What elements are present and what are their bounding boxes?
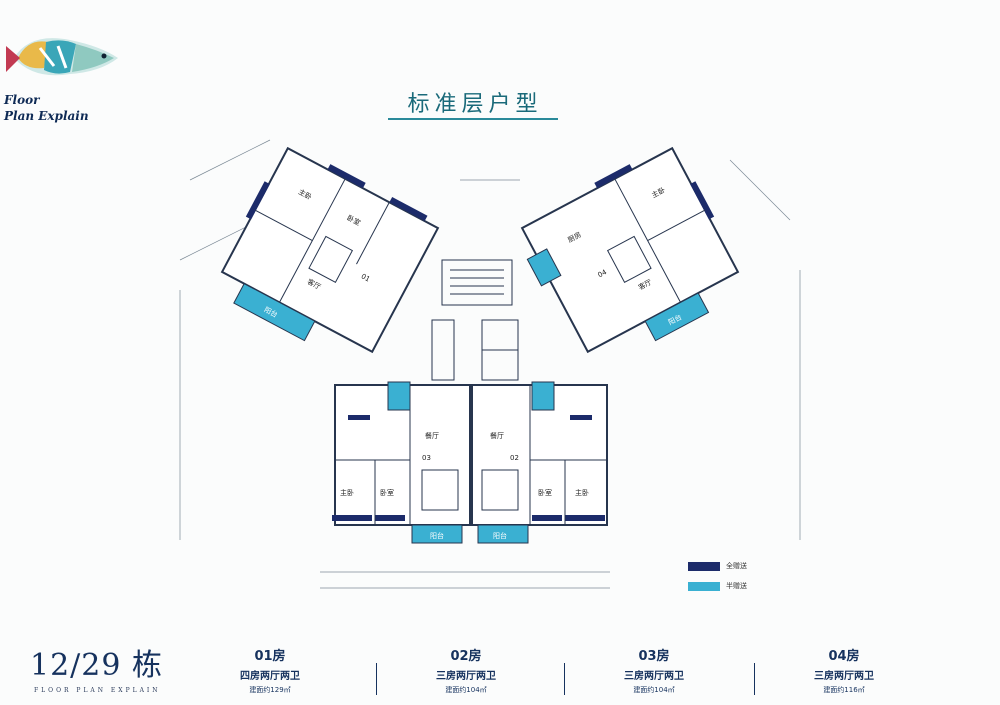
legend-label-half: 半赠送 xyxy=(726,582,747,590)
label-bedroom-d: 卧室 xyxy=(538,488,552,497)
unit-area: 建面约104㎡ xyxy=(633,686,675,694)
unit-area: 建面约116㎡ xyxy=(823,686,865,694)
unit-divider xyxy=(564,663,565,695)
unit-name: 01房 xyxy=(254,649,286,664)
legend-item-full: 全赠送 xyxy=(688,561,747,571)
unit-name: 03房 xyxy=(638,649,670,664)
legend-item-half: 半赠送 xyxy=(688,581,747,591)
unit-02-plan: 主卧 卧室 餐厅 阳台 02 xyxy=(471,381,608,544)
label-unit-04: 04 xyxy=(597,268,609,280)
label-dining-d: 餐厅 xyxy=(490,431,504,440)
label-dining-c: 餐厅 xyxy=(425,431,439,440)
unit-04-plan: 主卧 厨房 客厅 阳台 04 xyxy=(520,146,740,354)
label-unit-03: 03 xyxy=(422,454,431,462)
label-master-d: 主卧 xyxy=(575,488,589,497)
brand-text: Floor Plan Explain xyxy=(4,92,89,124)
fish-logo-icon xyxy=(6,38,118,76)
label-unit-02: 02 xyxy=(510,454,519,462)
unit-card-04: 04房 三房两厅两卫 建面约116㎡ xyxy=(754,645,934,695)
brand-line-2: Plan Explain xyxy=(4,109,89,123)
unit-03-plan: 主卧 卧室 餐厅 阳台 03 xyxy=(332,381,471,544)
label-balcony-d: 阳台 xyxy=(493,531,507,540)
unit-card-01: 01房 四房两厅两卫 建面约129㎡ xyxy=(180,645,360,695)
building-tagline: FLOOR PLAN EXPLAIN xyxy=(34,687,161,694)
unit-type: 三房两厅两卫 xyxy=(436,671,496,682)
building-number: 12/29 栋 xyxy=(30,648,163,683)
unit-summary: 01房 四房两厅两卫 建面约129㎡ 02房 三房两厅两卫 建面约104㎡ 03… xyxy=(180,645,1000,697)
unit-name: 04房 xyxy=(828,649,860,664)
label-balcony-c: 阳台 xyxy=(430,531,444,540)
brand-line-1: Floor xyxy=(4,93,40,107)
label-master-c: 主卧 xyxy=(340,488,354,497)
unit-divider xyxy=(376,663,377,695)
unit-type: 四房两厅两卫 xyxy=(240,671,300,682)
legend: 全赠送 半赠送 xyxy=(688,561,747,601)
unit-type: 三房两厅两卫 xyxy=(624,671,684,682)
page-title: 标准层户型 xyxy=(407,92,543,117)
title-underline xyxy=(388,118,558,120)
unit-type: 三房两厅两卫 xyxy=(814,671,874,682)
unit-name: 02房 xyxy=(450,649,482,664)
label-bedroom-c: 卧室 xyxy=(380,488,394,497)
unit-area: 建面约129㎡ xyxy=(249,686,291,694)
legend-swatch-full xyxy=(688,561,720,571)
unit-divider xyxy=(754,663,755,695)
legend-label-full: 全赠送 xyxy=(726,562,747,570)
unit-01-plan: 主卧 卧室 客厅 阳台 01 xyxy=(220,146,440,354)
label-unit-01: 01 xyxy=(360,272,372,283)
floor-plan-drawing: 主卧 卧室 客厅 阳台 01 主卧 厨房 客厅 阳台 04 xyxy=(179,139,801,589)
unit-card-02: 02房 三房两厅两卫 建面约104㎡ xyxy=(376,645,556,695)
unit-area: 建面约104㎡ xyxy=(445,686,487,694)
unit-card-03: 03房 三房两厅两卫 建面约104㎡ xyxy=(564,645,744,695)
legend-swatch-half xyxy=(688,581,720,591)
core-stair xyxy=(431,259,519,381)
